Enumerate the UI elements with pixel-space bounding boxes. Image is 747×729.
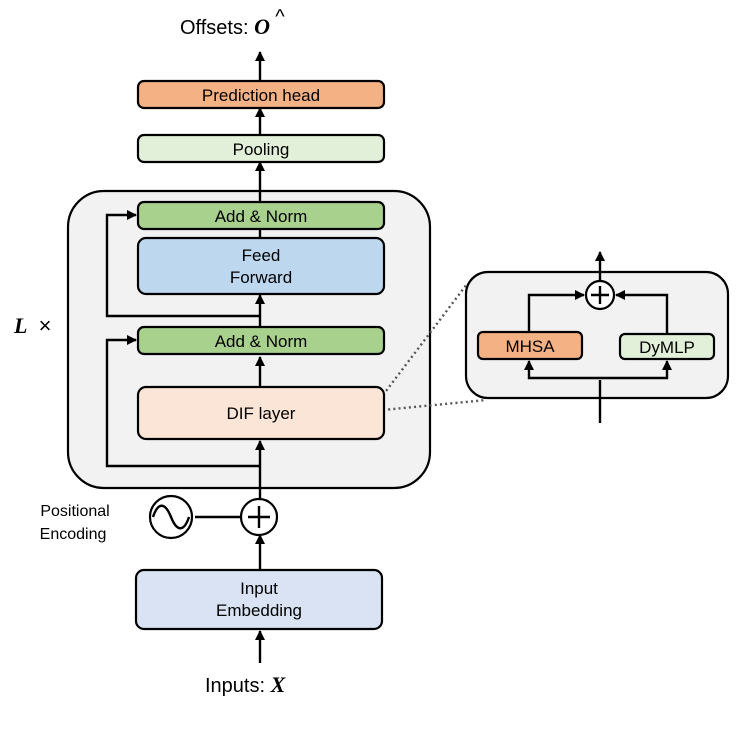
output-symbol: O	[254, 14, 270, 39]
feed-forward-box	[136, 236, 386, 296]
input-embedding-label-line1: Input	[240, 579, 278, 598]
pooling-label: Pooling	[233, 140, 290, 159]
positional-encoding-icon	[148, 494, 194, 540]
detail-add-icon	[584, 279, 616, 311]
layer-repeat-operator: ×	[39, 313, 52, 338]
prediction-head-label: Prediction head	[202, 86, 320, 105]
prediction-head-box	[136, 79, 386, 110]
dymlp-label: DyMLP	[639, 338, 695, 357]
mhsa-box	[476, 330, 584, 361]
dif-layer-label: DIF layer	[227, 404, 296, 423]
feed-forward-label-line2: Forward	[230, 268, 292, 287]
detail-mhsa-to-add	[527, 289, 586, 331]
output-label: Offsets: O	[180, 14, 270, 39]
positional-encoding-label-line1: Positional	[40, 503, 109, 520]
mhsa-label: MHSA	[505, 337, 555, 356]
add-positional-icon	[239, 497, 279, 537]
add-norm-top-label: Add & Norm	[215, 207, 308, 226]
zoom-connector-top	[382, 283, 468, 396]
layer-count-symbol: L	[13, 313, 27, 338]
add-norm-bottom-label: Add & Norm	[215, 332, 308, 351]
input-label: Inputs: X	[205, 672, 287, 697]
add-norm-top-box	[136, 200, 386, 231]
positional-encoding-label-line2: Encoding	[40, 526, 107, 543]
dymlp-box	[618, 332, 716, 361]
pooling-box	[136, 133, 386, 164]
detail-dymlp-to-add	[614, 289, 669, 333]
dif-layer-box	[136, 385, 386, 441]
add-norm-bottom-box	[136, 325, 386, 356]
residual-connection-2	[105, 209, 260, 318]
detail-split-to-dymlp	[600, 359, 673, 380]
output-prefix: Offsets:	[180, 17, 254, 39]
feed-forward-label-line1: Feed	[242, 246, 281, 265]
input-embedding-box	[134, 568, 384, 631]
output-hat-accent: ^	[275, 6, 285, 28]
layer-repeat-label: L ×	[13, 313, 51, 338]
residual-connection-1	[105, 334, 260, 468]
zoom-connector-bottom	[382, 398, 487, 412]
input-symbol: X	[270, 672, 287, 697]
input-prefix: Inputs:	[205, 675, 271, 697]
detail-split-to-mhsa	[523, 359, 600, 380]
input-embedding-label-line2: Embedding	[216, 601, 302, 620]
